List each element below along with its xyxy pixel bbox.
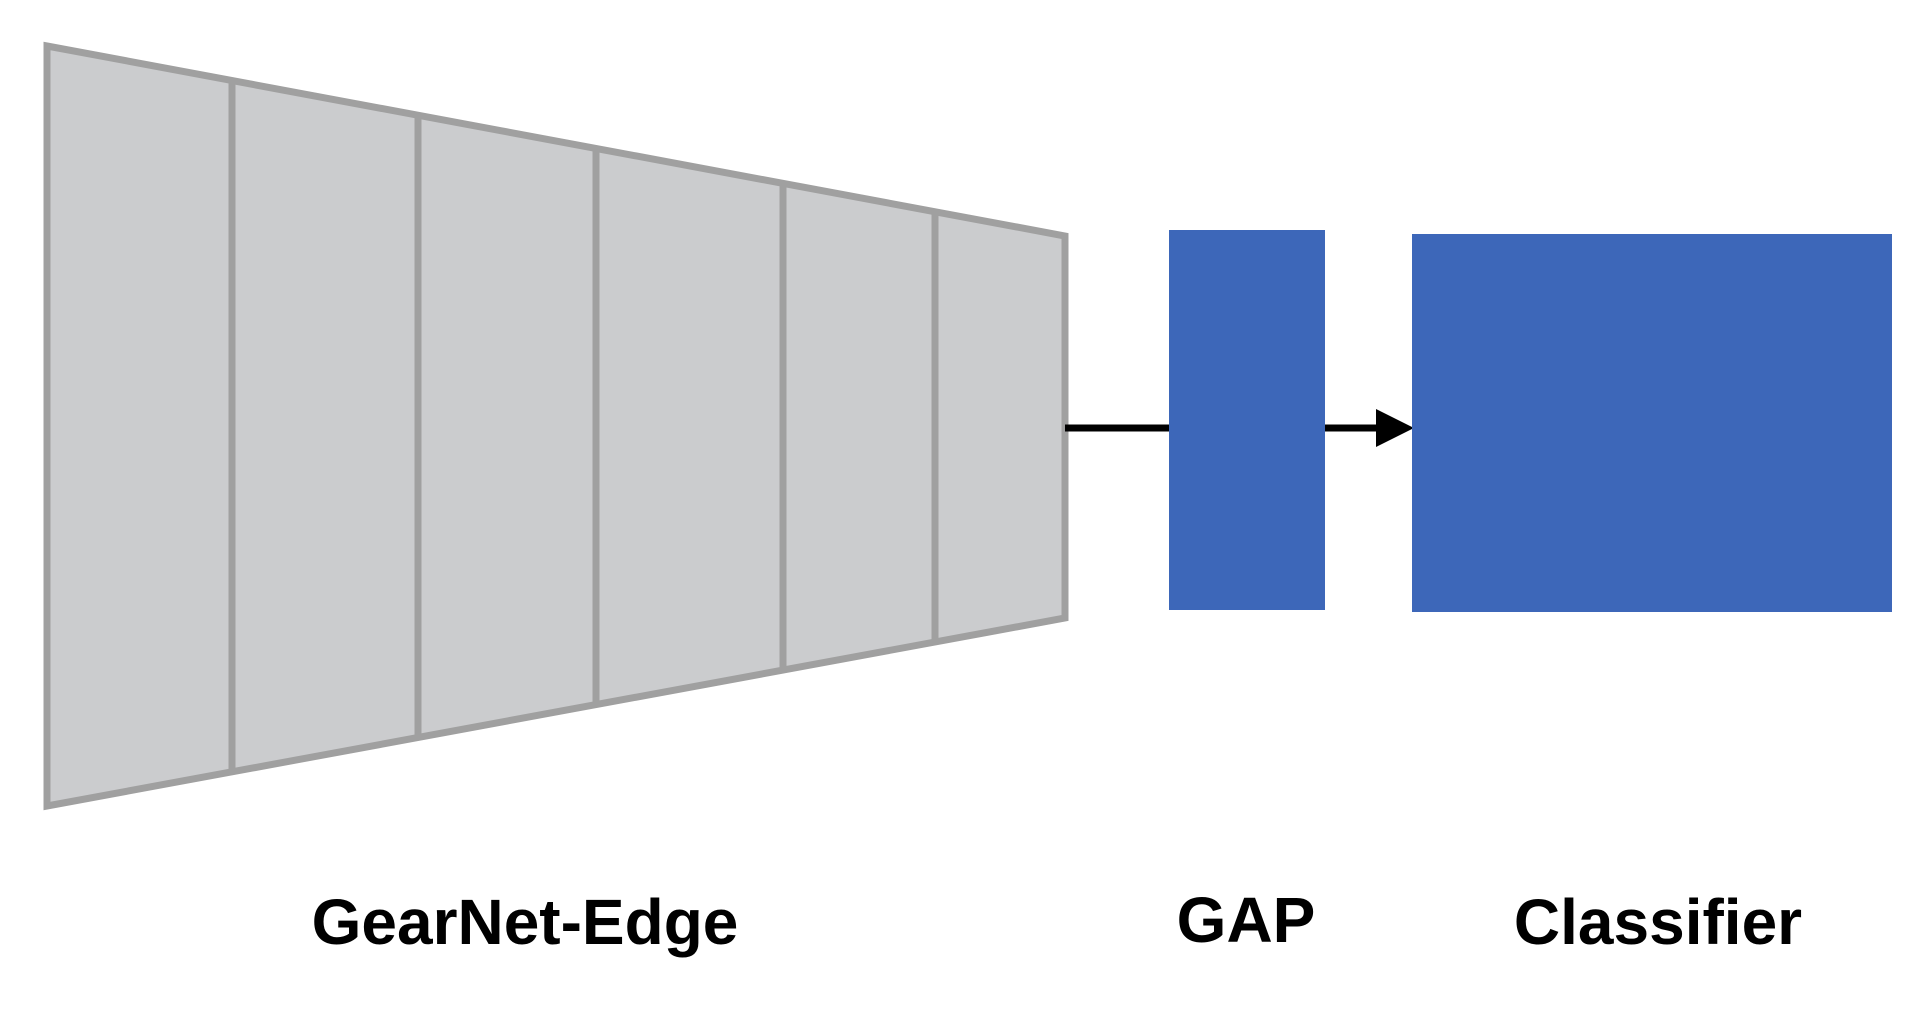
encoder-trapezoid (43, 41, 1069, 811)
encoder-layer-dividers (228, 80, 939, 772)
gearnet-edge-label: GearNet-Edge (311, 886, 739, 958)
gap-to-classifier-arrow (1325, 409, 1414, 447)
gearnet-edge-encoder (43, 41, 1069, 811)
gap-block (1169, 230, 1325, 610)
arrow-head (1376, 409, 1414, 447)
classifier-block (1412, 234, 1892, 612)
classifier-label: Classifier (1513, 886, 1803, 958)
gap-label: GAP (1176, 884, 1316, 956)
